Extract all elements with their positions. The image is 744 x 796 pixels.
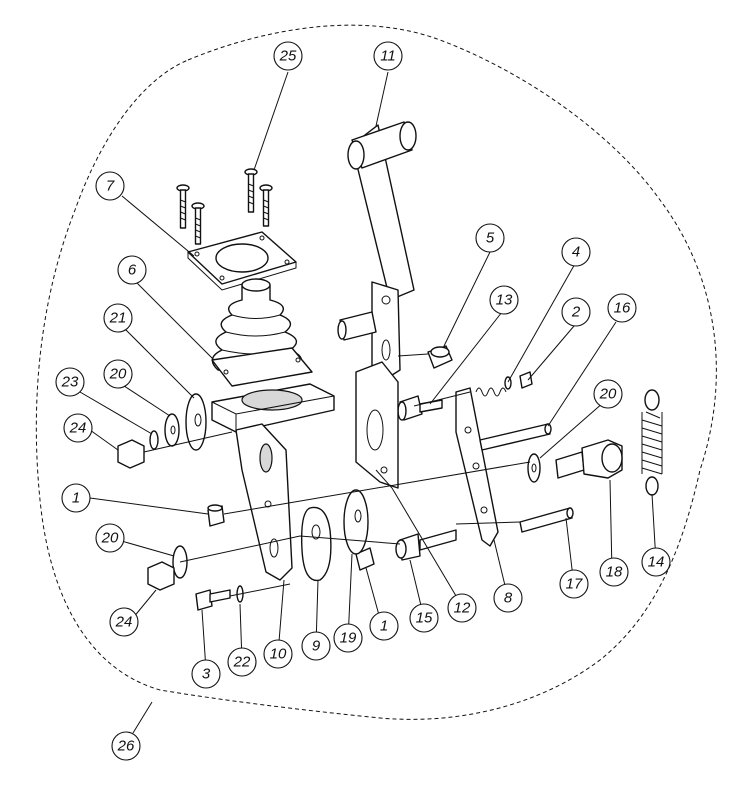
disc-9 xyxy=(300,506,332,582)
callout-20-b: 20 xyxy=(593,379,623,409)
nut-5 xyxy=(427,345,453,369)
lever-bracket xyxy=(337,281,401,385)
svg-text:14: 14 xyxy=(648,554,665,571)
svg-text:24: 24 xyxy=(115,614,133,631)
washer-20-left xyxy=(164,413,180,447)
nut-2 xyxy=(519,371,533,389)
svg-text:12: 12 xyxy=(454,600,471,617)
svg-text:20: 20 xyxy=(599,386,617,403)
svg-text:13: 13 xyxy=(496,292,513,309)
callout-3: 3 xyxy=(191,659,221,689)
svg-text:20: 20 xyxy=(101,530,119,547)
top-plate xyxy=(187,231,297,291)
washer-19 xyxy=(343,489,369,555)
svg-text:17: 17 xyxy=(566,576,583,593)
callout-5: 5 xyxy=(475,223,505,253)
callout-9: 9 xyxy=(301,631,331,661)
svg-text:10: 10 xyxy=(270,646,287,663)
svg-text:11: 11 xyxy=(380,48,396,65)
washer-21 xyxy=(185,393,207,451)
callout-19: 19 xyxy=(333,623,363,653)
callout-18: 18 xyxy=(599,557,629,587)
svg-text:19: 19 xyxy=(340,630,357,647)
bolt-18 xyxy=(555,439,623,479)
callout-24-b: 24 xyxy=(109,607,139,637)
callout-21: 21 xyxy=(103,303,133,333)
bolt-3 xyxy=(195,589,231,611)
svg-text:23: 23 xyxy=(61,374,79,391)
svg-text:7: 7 xyxy=(106,178,115,195)
callout-2: 2 xyxy=(561,297,591,327)
svg-text:1: 1 xyxy=(72,490,80,507)
side-plate xyxy=(455,387,499,547)
nut-1-upper xyxy=(207,504,225,527)
callout-1-a: 1 xyxy=(61,483,91,513)
nut-24-lower xyxy=(147,561,175,591)
leader-26 xyxy=(132,701,153,734)
center-plate xyxy=(355,361,399,489)
svg-text:9: 9 xyxy=(312,638,321,655)
boot-plate xyxy=(211,347,313,387)
bushing-15 xyxy=(395,529,457,561)
screws-group xyxy=(176,168,273,245)
spring-4 xyxy=(475,376,512,397)
callout-20-a: 20 xyxy=(103,359,133,389)
callout-20-c: 20 xyxy=(95,523,125,553)
callout-4: 4 xyxy=(561,237,591,267)
washer-20-right xyxy=(527,453,541,483)
callout-22: 22 xyxy=(227,647,257,677)
pin-13 xyxy=(397,395,443,421)
callouts: 25 11 7 5 4 6 13 2 16 21 23 20 20 24 1 2… xyxy=(55,41,671,761)
spring-14 xyxy=(641,389,663,496)
callout-26: 26 xyxy=(111,731,141,761)
svg-text:15: 15 xyxy=(416,610,433,627)
svg-text:24: 24 xyxy=(69,420,87,437)
assembly-boundary xyxy=(35,24,717,720)
base-housing xyxy=(211,383,335,433)
svg-text:5: 5 xyxy=(486,230,495,247)
svg-text:3: 3 xyxy=(202,666,211,683)
svg-text:16: 16 xyxy=(614,300,631,317)
svg-text:1: 1 xyxy=(380,618,388,635)
svg-text:6: 6 xyxy=(128,262,137,279)
callout-14: 14 xyxy=(641,547,671,577)
callout-23: 23 xyxy=(55,367,85,397)
svg-text:8: 8 xyxy=(504,590,513,607)
svg-text:20: 20 xyxy=(109,366,127,383)
callout-24-a: 24 xyxy=(63,413,93,443)
callout-1-b: 1 xyxy=(369,611,399,641)
pin-16 xyxy=(479,423,552,451)
callout-17: 17 xyxy=(559,569,589,599)
pin-17 xyxy=(519,507,574,533)
svg-text:21: 21 xyxy=(109,310,127,327)
svg-text:2: 2 xyxy=(571,304,581,321)
callout-10: 10 xyxy=(263,639,293,669)
nut-1-lower xyxy=(355,547,375,571)
lever-arm xyxy=(347,121,417,301)
callout-7: 7 xyxy=(95,171,125,201)
svg-text:18: 18 xyxy=(606,564,623,581)
svg-text:26: 26 xyxy=(117,738,135,755)
left-plate xyxy=(235,423,293,581)
washer-23 xyxy=(149,430,159,450)
callout-6: 6 xyxy=(117,255,147,285)
callout-16: 16 xyxy=(607,293,637,323)
callout-25: 25 xyxy=(273,41,303,71)
svg-text:4: 4 xyxy=(572,244,580,261)
callout-8: 8 xyxy=(493,583,523,613)
nut-24-upper xyxy=(117,439,145,469)
callout-11: 11 xyxy=(373,41,403,71)
callout-12: 12 xyxy=(447,593,477,623)
svg-text:25: 25 xyxy=(279,48,297,65)
callout-13: 13 xyxy=(489,285,519,315)
callout-15: 15 xyxy=(409,603,439,633)
svg-text:22: 22 xyxy=(233,654,251,671)
axis-lines xyxy=(143,353,531,597)
